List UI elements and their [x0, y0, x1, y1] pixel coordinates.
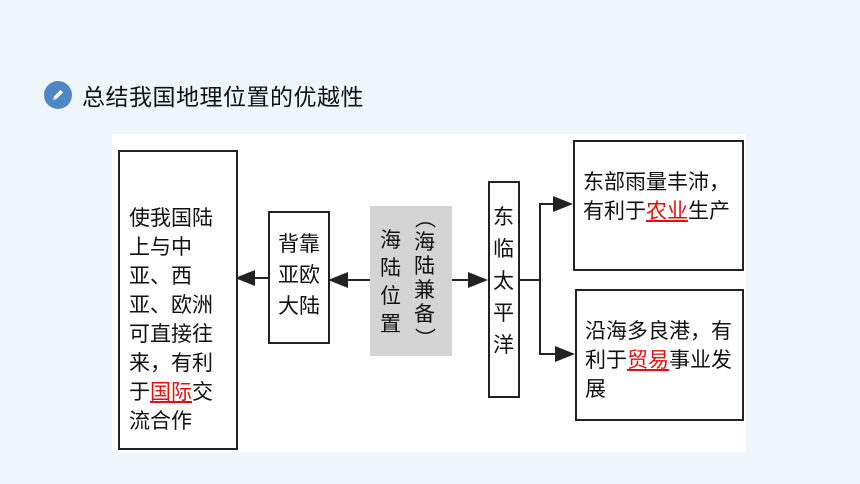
connector-arrows — [235, 196, 575, 362]
bottom-right-text-end: 事业发展 — [585, 348, 732, 401]
center-char: 海 — [380, 228, 401, 252]
east-char: 太 — [493, 269, 514, 293]
pencil-icon — [44, 81, 72, 109]
top-right-text: 东部雨量丰沛，有利于 — [583, 170, 730, 223]
east-box: 东 临 太 平 洋 — [488, 181, 520, 398]
center-box: 海 陆 位 置 （ 海 陆 兼 备 ） — [370, 206, 452, 356]
top-right-box: 东部雨量丰沛，有利于农业生产 — [573, 140, 744, 271]
center-paren-open: （ — [412, 207, 437, 229]
left-box-highlight: 国际 — [150, 380, 192, 404]
east-char: 洋 — [493, 333, 514, 357]
center-char: 陆 — [380, 256, 401, 280]
center-char: 海 — [414, 230, 435, 254]
center-col-1: 海 陆 位 置 — [380, 226, 401, 338]
center-char: 兼 — [414, 278, 435, 302]
left-box: 使我国陆上与中亚、西亚、欧洲可直接往来，有利于国际交流合作 — [118, 150, 238, 450]
bottom-right-highlight: 贸易 — [627, 348, 669, 372]
diagram: 使我国陆上与中亚、西亚、欧洲可直接往来，有利于国际交流合作 背靠 亚欧 大陆 海… — [112, 134, 746, 452]
back-box-line: 大陆 — [278, 294, 320, 318]
east-char: 东 — [493, 205, 514, 229]
center-char: 备 — [414, 302, 435, 326]
bottom-right-text: 沿海多良港，有利于 — [585, 319, 732, 372]
east-box-text: 东 临 太 平 洋 — [493, 201, 514, 361]
center-paren-close: ） — [412, 327, 437, 349]
center-char: 陆 — [414, 254, 435, 278]
east-char: 平 — [493, 301, 514, 325]
left-box-text: 使我国陆上与中亚、西亚、欧洲可直接往来，有利于 — [129, 206, 213, 404]
slide-title: 总结我国地理位置的优越性 — [82, 85, 364, 111]
top-right-highlight: 农业 — [646, 199, 688, 223]
back-box-lines: 背靠 亚欧 大陆 — [270, 229, 328, 322]
left-box-text-end: 交流合作 — [129, 380, 213, 433]
back-box-line: 背靠 — [278, 232, 320, 256]
east-char: 临 — [493, 237, 514, 261]
center-char: 置 — [380, 312, 401, 336]
bottom-right-box: 沿海多良港，有利于贸易事业发展 — [575, 289, 744, 421]
center-col-2: （ 海 陆 兼 备 ） — [412, 206, 437, 350]
top-right-text-end: 生产 — [688, 199, 730, 223]
title-bar: 总结我国地理位置的优越性 — [44, 78, 364, 112]
back-box-line: 亚欧 — [278, 263, 320, 287]
back-box: 背靠 亚欧 大陆 — [268, 211, 330, 344]
center-char: 位 — [380, 284, 401, 308]
